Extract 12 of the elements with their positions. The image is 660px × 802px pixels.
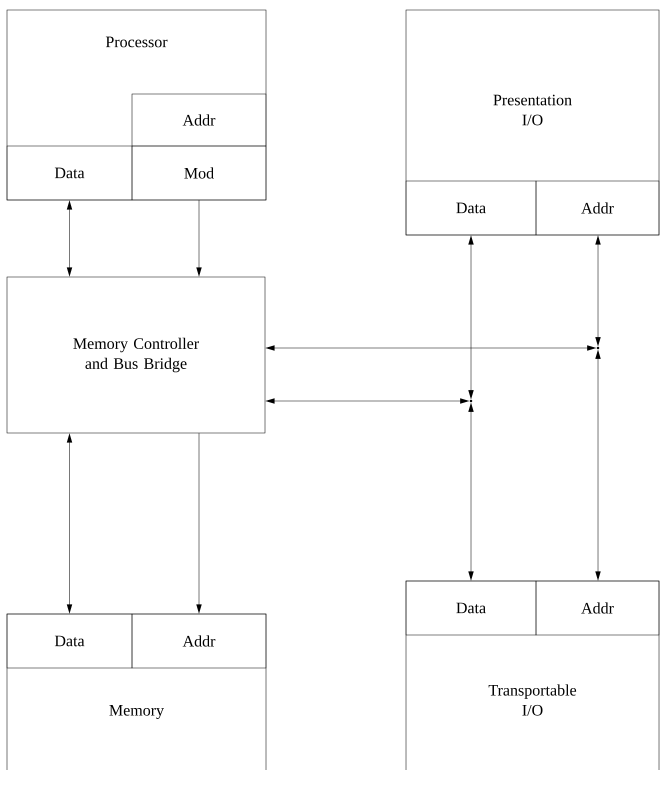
port-cell: Data bbox=[406, 580, 536, 636]
port-cell: Addr bbox=[132, 614, 266, 668]
port-cell: Data bbox=[6, 614, 132, 668]
port-cell: Addr bbox=[536, 580, 660, 636]
controller-box: Memory Controller and Bus Bridge bbox=[6, 276, 266, 434]
bus-junction bbox=[596, 346, 600, 350]
bus-junction bbox=[470, 400, 472, 402]
port-cell: Mod bbox=[132, 146, 266, 200]
port-cell: Addr bbox=[132, 94, 266, 146]
port-cell: Data bbox=[6, 146, 132, 200]
port-cell: Addr bbox=[536, 180, 660, 236]
port-cell: Data bbox=[406, 180, 536, 236]
